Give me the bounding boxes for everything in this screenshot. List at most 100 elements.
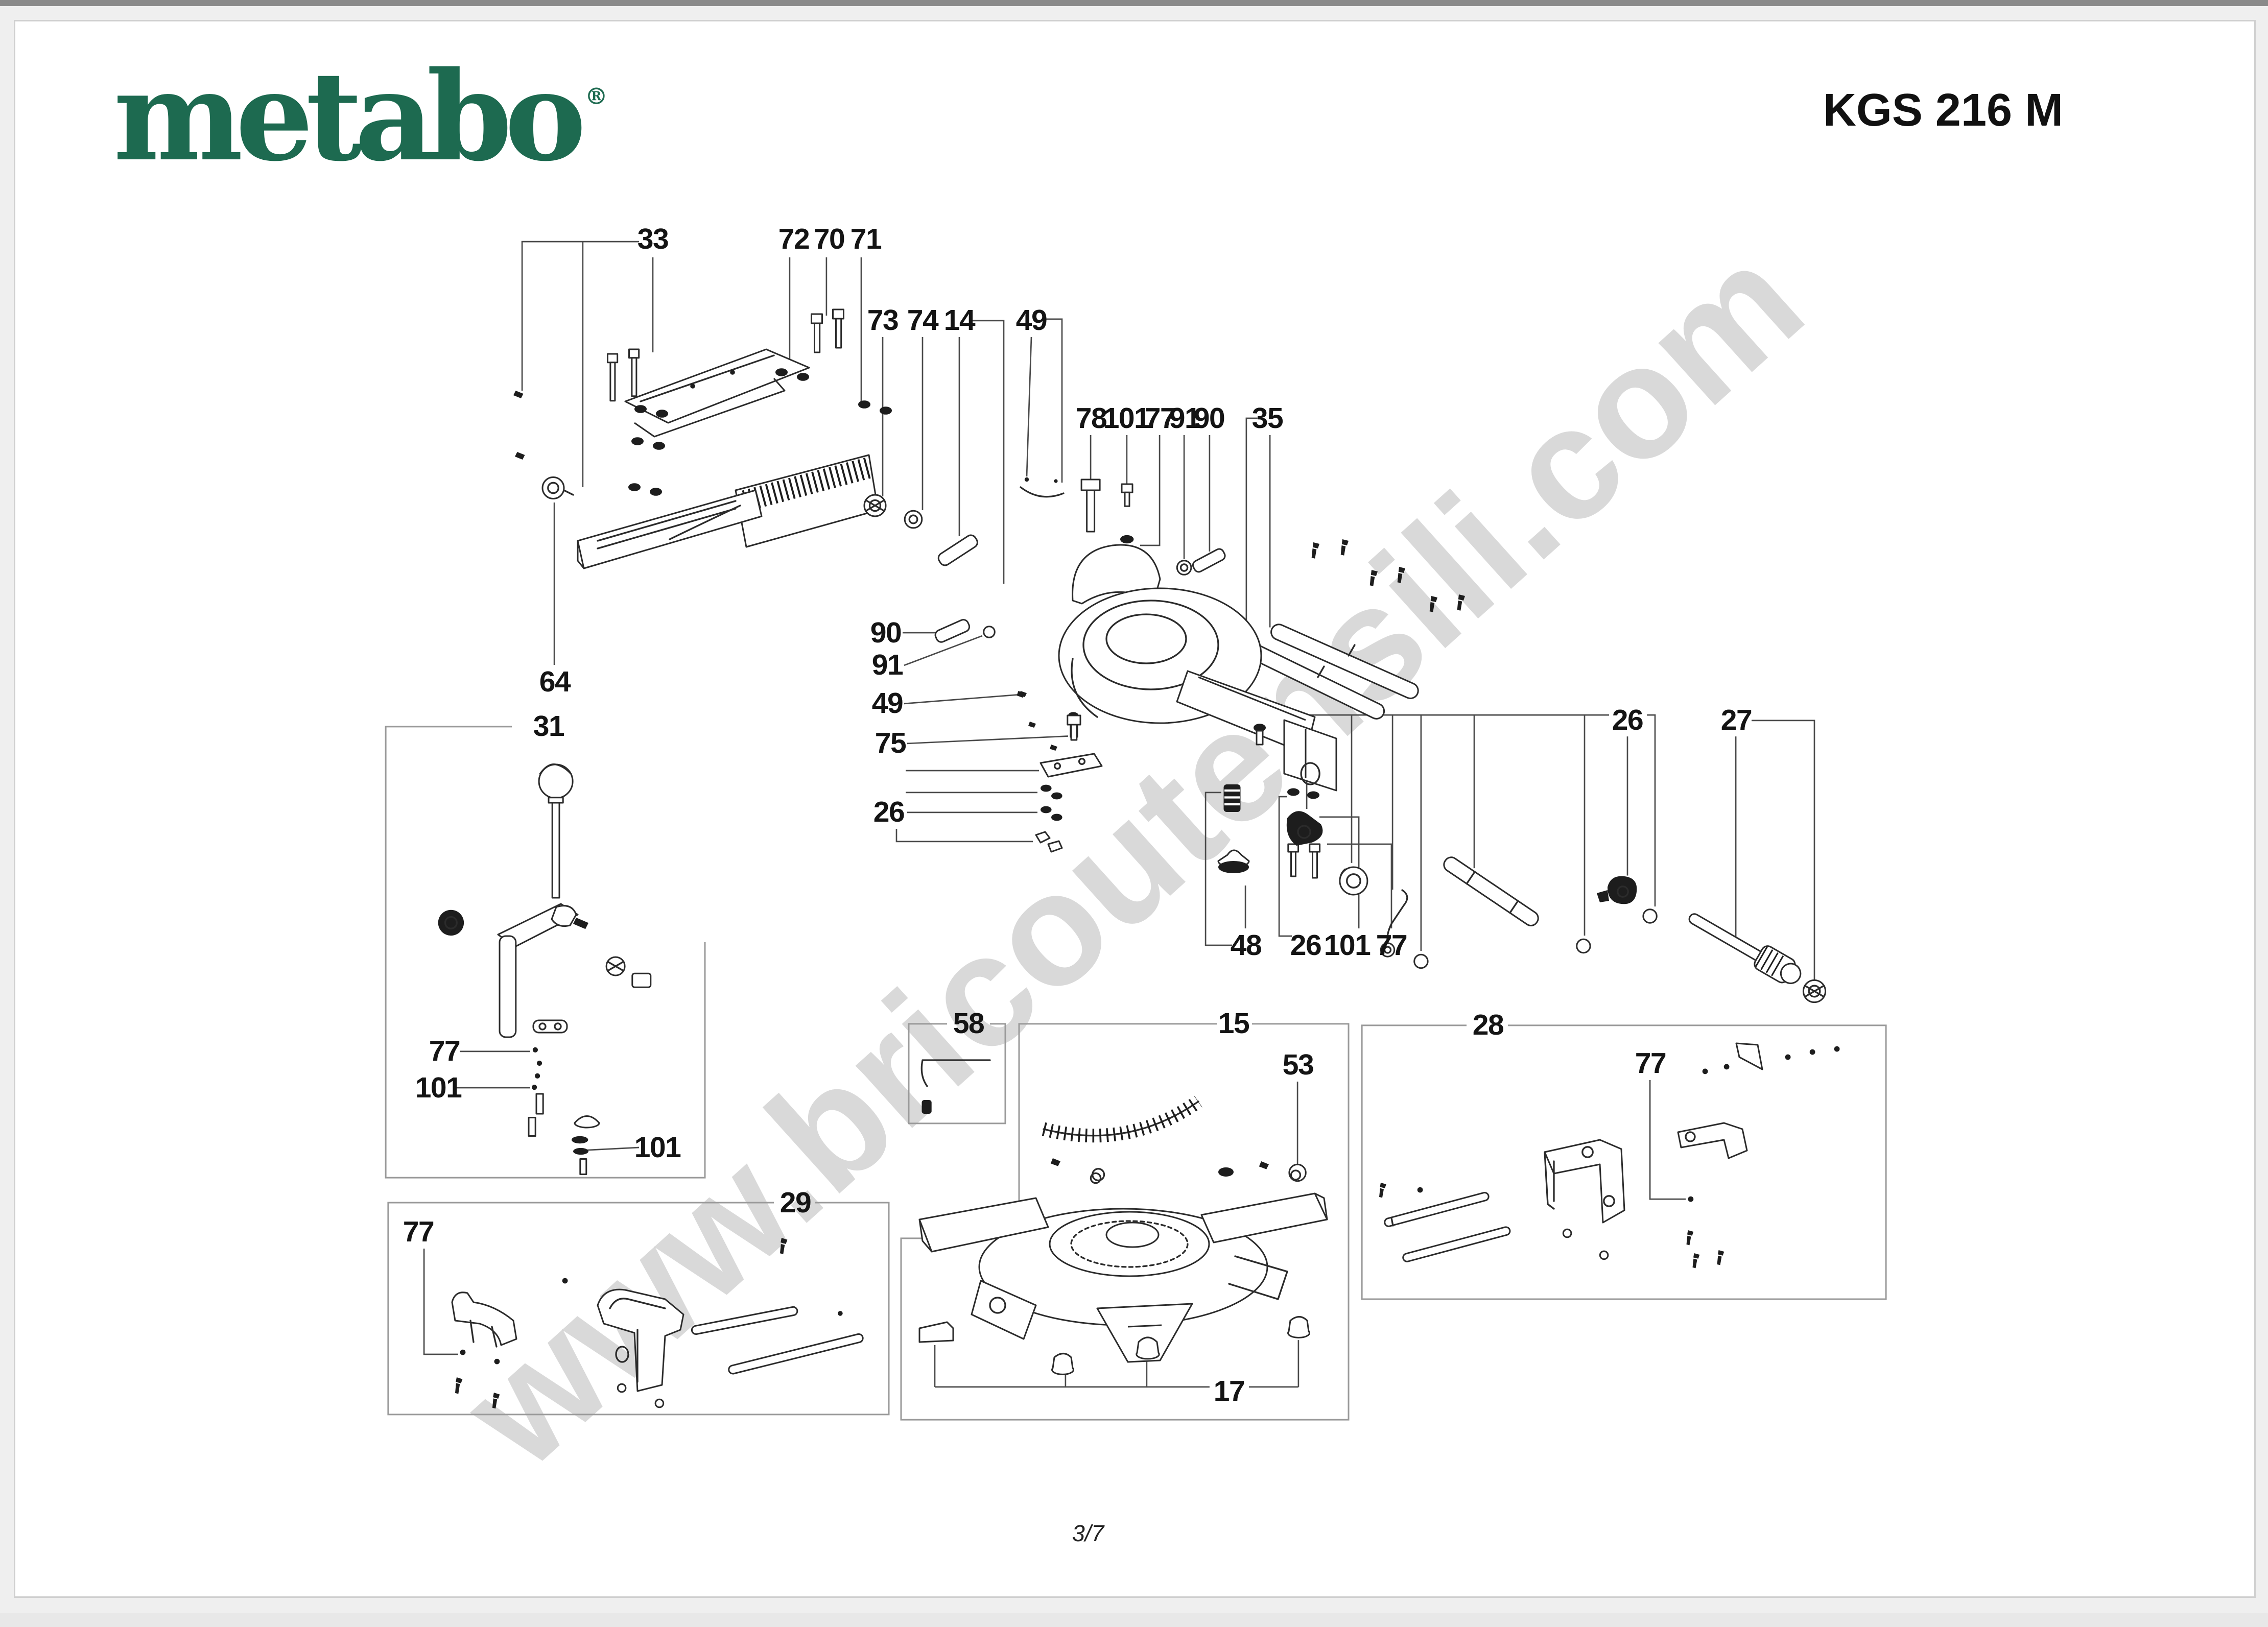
part-callout-101: 101 — [1103, 402, 1150, 435]
section-box-29 — [387, 1202, 890, 1416]
rods-28 — [1384, 1191, 1511, 1262]
bolts-left — [607, 348, 640, 402]
part-callout-90: 90 — [870, 616, 901, 649]
part-callout-14: 14 — [944, 304, 976, 337]
knob-64 — [541, 476, 565, 499]
bolts-70 — [811, 308, 845, 353]
fence-link-curve — [669, 505, 741, 540]
part-callout-53: 53 — [1283, 1048, 1313, 1081]
clip-49 — [1020, 477, 1065, 498]
turntable-assembly-15 — [918, 1095, 1328, 1375]
section-box-15 — [900, 1023, 1350, 1421]
part-callout-91: 91 — [1169, 402, 1200, 435]
part-callout-64: 64 — [539, 665, 571, 698]
lock-mechanism-parts — [1253, 724, 1827, 1003]
left-mid-parts — [934, 619, 1103, 853]
base-casting — [918, 1192, 1328, 1363]
depth-stop-parts — [1217, 784, 1321, 879]
square-nuts — [628, 368, 892, 496]
clamp-bar-28 — [1677, 1122, 1748, 1159]
end-cap-28 — [1735, 1042, 1763, 1070]
pin-90-left — [934, 619, 971, 643]
part-callout-90: 90 — [1194, 402, 1224, 435]
pivot-26 — [1286, 811, 1323, 846]
part-callout-26: 26 — [1612, 704, 1643, 736]
knurled-knob-27 — [1754, 945, 1802, 984]
hex-nut-73 — [863, 494, 887, 517]
part-callout-77: 77 — [403, 1215, 434, 1248]
part-callout-26: 26 — [1290, 929, 1321, 962]
ring-91 — [1176, 560, 1192, 576]
part-callout-31: 31 — [533, 710, 564, 743]
bolt-78 — [1080, 478, 1101, 533]
part-callout-91: 91 — [872, 649, 903, 681]
support-parts-28 — [1379, 1042, 1840, 1269]
curved-shoe-29 — [451, 1291, 517, 1348]
table-extension-29 — [451, 1237, 864, 1409]
flange-nut-27 — [1802, 979, 1827, 1003]
page-number: 3/7 — [1072, 1521, 1104, 1547]
section-box-58 — [908, 1023, 1006, 1124]
link-plate-31 — [532, 1019, 568, 1034]
star-knob-31 — [538, 763, 574, 899]
part-callout-75: 75 — [875, 727, 906, 759]
rod-29a — [691, 1306, 798, 1335]
section-box-28 — [1361, 1024, 1887, 1300]
screw-101 — [1121, 483, 1133, 507]
part-callout-77: 77 — [1145, 402, 1175, 435]
gear-knob-31 — [438, 910, 464, 936]
cam-lever-26 — [1596, 876, 1637, 904]
oring-26b — [1576, 938, 1591, 954]
part-callout-77: 77 — [1635, 1047, 1666, 1080]
rubber-feet-17 — [918, 1316, 1310, 1375]
screw-26-rail-end — [1253, 724, 1266, 746]
clamp-bits-26 — [1035, 831, 1063, 853]
bolt-75 — [1067, 714, 1081, 741]
section-box-31 — [385, 726, 706, 1179]
foot-31 — [572, 1115, 600, 1175]
part-callout-71: 71 — [850, 223, 882, 255]
part-callout-74: 74 — [907, 304, 939, 337]
clamp-arm-31 — [497, 903, 579, 948]
part-callout-33: 33 — [637, 223, 668, 255]
upper-guard-cap — [1072, 544, 1161, 605]
fence-lower-bar — [577, 489, 763, 569]
part-callout-27: 27 — [1721, 704, 1752, 736]
part-callout-78: 78 — [1076, 402, 1106, 435]
part-callout-35: 35 — [1252, 402, 1283, 435]
registered-trademark-icon: ® — [584, 83, 608, 111]
allen-key-58 — [920, 1059, 991, 1114]
oring-26a — [1413, 953, 1429, 969]
clamp-assembly-31 — [438, 763, 652, 1175]
nut-31b — [631, 972, 652, 988]
oring-26c — [1642, 908, 1658, 924]
rod-29b — [728, 1333, 864, 1375]
part-callout-70: 70 — [814, 223, 844, 255]
screw-49-left — [1017, 690, 1025, 698]
part-callout-77: 77 — [1376, 929, 1407, 962]
knob-26 — [1339, 866, 1368, 896]
foot-48 — [1217, 849, 1250, 873]
part-callout-49: 49 — [1016, 304, 1047, 337]
part-callout-58: 58 — [953, 1007, 984, 1040]
section-boxes — [385, 726, 1887, 1421]
rod-27 — [1688, 913, 1765, 962]
part-callout-101: 101 — [415, 1071, 462, 1104]
part-callout-73: 73 — [867, 304, 898, 337]
part-callout-29: 29 — [780, 1186, 811, 1219]
pin-31 — [573, 917, 589, 929]
pin-14 — [937, 534, 978, 566]
part-callout-15: 15 — [1218, 1007, 1249, 1040]
ring-53 — [1288, 1163, 1307, 1182]
fence-upper-plate — [624, 348, 810, 438]
holder-bracket-28 — [1544, 1139, 1625, 1224]
insert-plate-26 — [1040, 753, 1103, 778]
spring-48 — [1223, 784, 1241, 812]
part-callout-49: 49 — [872, 687, 903, 720]
part-callout-17: 17 — [1214, 1375, 1244, 1407]
part-callout-28: 28 — [1473, 1009, 1503, 1041]
ring-91-left — [983, 626, 996, 638]
